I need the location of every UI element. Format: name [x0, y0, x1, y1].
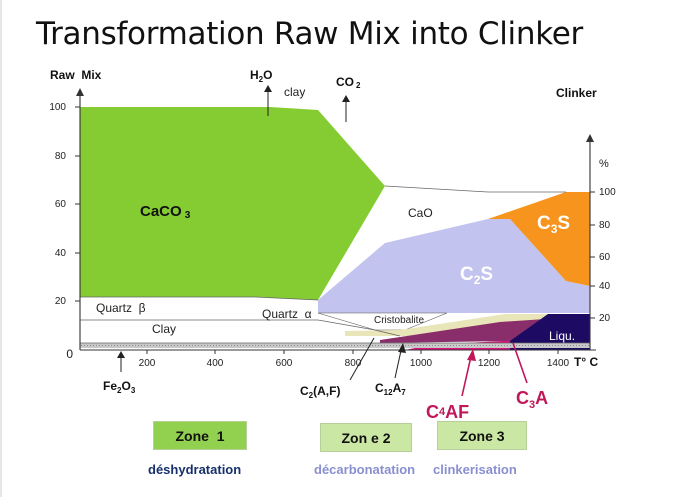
left-tick-60: 60 — [55, 199, 67, 210]
c12a7-marker: C12A7 — [375, 343, 406, 397]
left-tick-80: 80 — [55, 151, 67, 162]
phase-decarbonation: décarbonatation — [314, 462, 416, 477]
clay-top-label: clay — [284, 85, 305, 99]
zone-3-label: Zone 3 — [459, 427, 505, 444]
zone-2-button[interactable]: Zon e 2 — [320, 423, 412, 452]
x-axis: 200 400 600 800 1000 1200 1400 T° C — [80, 349, 598, 369]
h2o-marker: H2O — [250, 68, 272, 116]
c12a7-label: C12A7 — [375, 381, 406, 397]
phase-clinkerisation: clinkerisation — [433, 462, 517, 477]
x-tick-1400: 1400 — [547, 358, 570, 369]
cao-label: CaO — [408, 206, 433, 220]
quartz-alpha-label: Quartz α — [262, 307, 312, 321]
zone-2-label: Zon e 2 — [341, 429, 391, 446]
c2s-region — [318, 219, 590, 313]
left-axis: 100 80 60 40 20 0 — [49, 88, 84, 361]
liquid-region — [510, 314, 590, 350]
c2af-label: C2(A,F) — [300, 384, 340, 400]
left-tick-0: 0 — [66, 347, 73, 361]
phase-dehydration: déshydratation — [148, 462, 242, 477]
c3s-region — [488, 192, 590, 286]
zone-1-button[interactable]: Zone 1 — [153, 421, 247, 450]
zone-3-button[interactable]: Zone 3 — [437, 421, 527, 450]
x-tick-600: 600 — [276, 358, 293, 369]
fe2o3-hatch-band — [80, 343, 590, 348]
c2s-label: C2S — [460, 264, 493, 287]
cristobalite-label: Cristobalite — [374, 315, 424, 326]
quartz-beta-label: Quartz β — [96, 301, 146, 315]
x-tick-1200: 1200 — [478, 358, 501, 369]
left-tick-100: 100 — [49, 102, 66, 113]
left-tick-20: 20 — [55, 296, 67, 307]
c2af-marker: C2(A,F) — [300, 337, 375, 400]
h2o-label: H2O — [250, 68, 272, 84]
right-axis-unit: % — [599, 158, 609, 170]
right-tick-20: 20 — [599, 313, 611, 324]
right-axis: 100 80 60 40 20 % — [586, 134, 616, 350]
x-tick-800: 800 — [345, 358, 362, 369]
x-axis-unit: T° C — [574, 355, 598, 369]
right-tick-80: 80 — [599, 220, 611, 231]
x-tick-200: 200 — [139, 358, 156, 369]
raw-mix-label: Raw Mix — [50, 68, 102, 82]
liquid-label: Liqu. — [549, 329, 575, 343]
c3a-marker: C3A — [512, 342, 548, 411]
clay-label: Clay — [152, 322, 176, 336]
window-edge — [0, 0, 2, 497]
c4af-marker: C4AF — [426, 349, 476, 422]
phase-boundaries — [80, 185, 590, 344]
right-tick-60: 60 — [599, 252, 611, 263]
left-tick-40: 40 — [55, 248, 67, 259]
c3s-label: C3S — [537, 213, 570, 236]
clinker-label: Clinker — [556, 86, 597, 100]
page-title: Transformation Raw Mix into Clinker — [36, 16, 583, 52]
fe2o3-marker: Fe2O3 — [103, 351, 136, 395]
zone-1-label: Zone 1 — [175, 427, 225, 444]
c2af-wedge — [345, 314, 590, 336]
right-tick-40: 40 — [599, 281, 611, 292]
x-tick-1000: 1000 — [410, 358, 433, 369]
c3a-label: C3A — [516, 388, 548, 411]
fe2o3-label: Fe2O3 — [103, 379, 136, 395]
c4af-label: C4AF — [426, 402, 469, 422]
right-tick-100: 100 — [599, 187, 616, 198]
caco3-region — [80, 107, 385, 300]
x-tick-400: 400 — [207, 358, 224, 369]
